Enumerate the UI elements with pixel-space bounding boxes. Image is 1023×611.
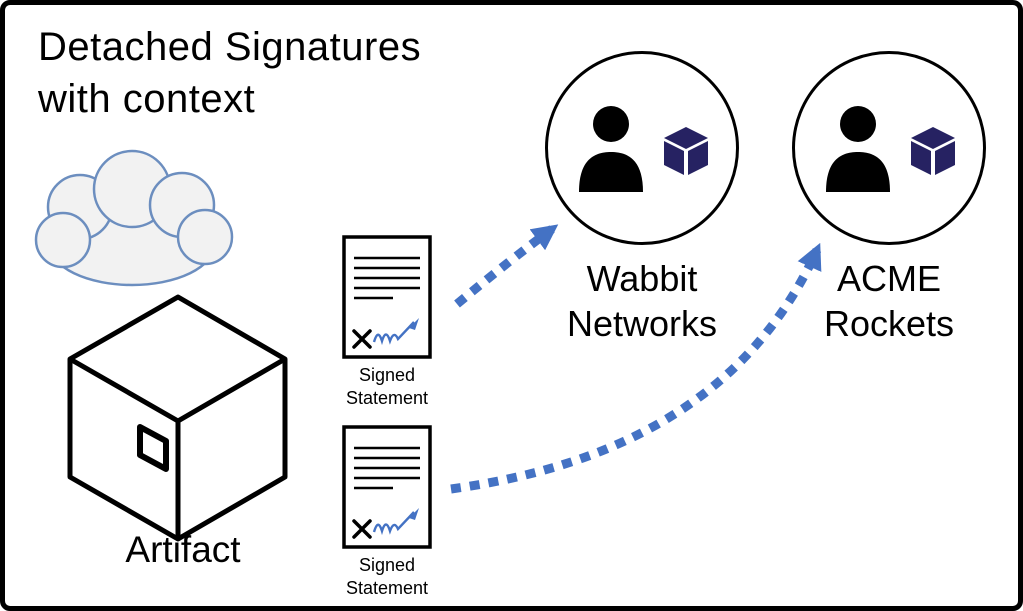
- person-icon: [579, 106, 643, 192]
- signed-statement-label-1: Signed Statement: [345, 365, 429, 408]
- entity-label-acme: ACME Rockets: [823, 258, 955, 344]
- entity-label-wabbit: Wabbit Networks: [566, 258, 718, 344]
- diagram-title: Detached Signatures with context: [38, 25, 422, 121]
- package-cube-icon: [664, 127, 708, 175]
- document-text-lines: [354, 446, 420, 490]
- signature-pen-icon: [372, 318, 419, 346]
- package-cube-icon: [911, 127, 955, 175]
- signed-statement-label-2: Signed Statement: [345, 555, 429, 598]
- person-icon: [826, 106, 890, 192]
- signed-document-icon: [342, 425, 432, 549]
- cloud-icon: [34, 149, 234, 287]
- x-mark: [352, 329, 372, 349]
- x-mark: [352, 519, 372, 539]
- entity-acme-rockets: [792, 51, 986, 245]
- signed-document-icon: [342, 235, 432, 359]
- entity-wabbit-networks: [545, 51, 739, 245]
- document-text-lines: [354, 256, 420, 300]
- package-box-icon: [67, 294, 288, 542]
- signature-pen-icon: [372, 508, 419, 536]
- artifact-label: Artifact: [125, 529, 241, 570]
